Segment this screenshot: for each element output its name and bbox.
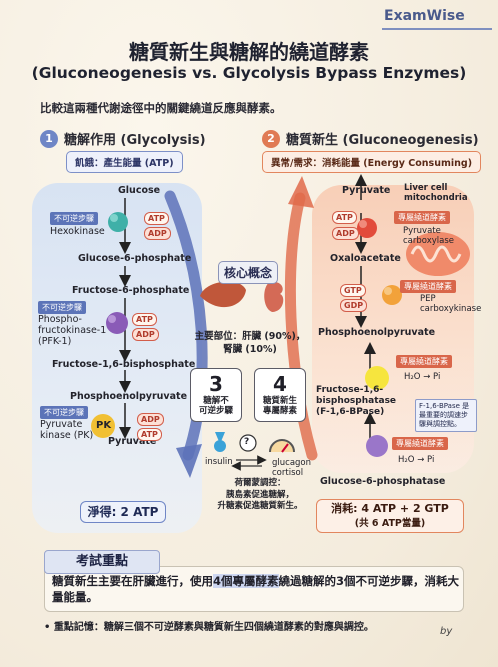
metabolite-g6p: Glucose-6-phosphate <box>78 253 192 264</box>
glycolysis-flow-arrow <box>164 190 208 478</box>
question-icon <box>239 434 257 452</box>
page-title-english: (Gluconeogenesis vs. Glycolysis Bypass E… <box>31 64 467 82</box>
g6pase-icon <box>366 435 388 457</box>
brand-underline <box>382 28 492 30</box>
insulin-icon <box>214 432 226 452</box>
chip-atp-pk: ATP <box>137 428 162 441</box>
pi-label-2: Pi <box>427 455 435 465</box>
irreversible-tag-1: 不可逆步驟 <box>50 212 98 225</box>
signature: by <box>440 626 453 637</box>
section-number-1: 1 <box>40 129 58 148</box>
page-subtitle: 比較這兩種代謝途徑中的關鍵繞道反應與酵素。 <box>40 101 282 115</box>
pyruvate-kinase-icon <box>91 414 115 438</box>
special-tag-3: 專屬繞道酵素 <box>396 355 452 368</box>
chip-adp-pk: ADP <box>137 413 164 426</box>
h2o-label-2: H₂O <box>398 455 415 465</box>
special-tag-2: 專屬繞道酵素 <box>400 280 456 293</box>
h2o-pi-reaction-1: H₂O → Pi <box>404 372 441 382</box>
metabolite-pyruvate: Pyruvate <box>108 436 157 447</box>
liver-icon <box>200 281 246 308</box>
exam-text-a: 糖質新生主要在肝臟進行，使用 <box>52 574 213 588</box>
memory-note-text: 重點記憶：糖解三個不可逆酵素與糖質新生四個繞道酵素的對應與調控。 <box>53 622 374 633</box>
gluconeogenesis-result-line2: (共 6 ATP當量) <box>354 518 426 529</box>
metabolite-glucose: Glucose <box>118 185 161 196</box>
enzyme-pepck: PEP carboxykinase <box>420 294 482 314</box>
exam-text: 糖質新生主要在肝臟進行，使用4個專屬酵素繞過糖解的3個不可逆步驟，消耗大量能量。 <box>52 573 462 605</box>
glycolysis-header: 1 糖解作用 (Glycolysis) <box>40 129 206 148</box>
chip-gtp: GTP <box>340 284 366 297</box>
metabolite-f16bp: Fructose-1,6-bisphosphate <box>52 359 196 370</box>
chip-gdp: GDP <box>340 299 368 312</box>
card-special-enzymes: 4 糖質新生 專屬酵素 <box>254 368 306 422</box>
chip-adp-pc: ADP <box>332 227 359 240</box>
enzyme-pyruvate-kinase: Pyruvate kinase (PK) <box>40 419 94 441</box>
h2o-pi-reaction-2: H₂O → Pi <box>398 455 435 465</box>
card2-number: 4 <box>273 372 287 396</box>
glycolysis-panel <box>32 183 202 533</box>
card2-text: 糖質新生 專屬酵素 <box>262 396 297 416</box>
h2o-label-1: H₂O <box>404 372 421 382</box>
location-mitochondria: Liver cell mitochondria <box>404 183 468 203</box>
card1-number: 3 <box>209 372 223 396</box>
question-mark: ? <box>244 437 250 447</box>
special-tag-1: 專屬繞道酵素 <box>394 211 450 224</box>
pfk1-icon <box>106 312 128 334</box>
equilibrium-arrows <box>231 455 267 471</box>
special-tag-4: 專屬繞道酵素 <box>392 437 448 450</box>
card-irreversible-steps: 3 糖解不 可逆步驟 <box>190 368 242 422</box>
metabolite-f6p: Fructose-6-phosphate <box>72 285 190 296</box>
section-number-2: 2 <box>262 129 280 148</box>
pep-carboxykinase-icon <box>382 285 402 305</box>
f16bpase-note: F-1,6-BPase 是最重要的調速步驟與調控點。 <box>415 399 477 432</box>
hormone-note: 荷爾蒙調控： 胰島素促進糖解， 升糖素促進糖質新生。 <box>217 478 303 511</box>
enzyme-pfk1: Phospho- fructokinase-1 (PFK-1) <box>38 314 107 347</box>
pyruvate-carboxylase-icon <box>357 218 377 238</box>
insulin-label: insulin <box>205 457 233 467</box>
enzyme-hexokinase: Hexokinase <box>50 226 105 237</box>
hexokinase-icon <box>108 212 128 232</box>
glycolysis-result: 淨得: 2 ATP <box>80 501 166 523</box>
glucagon-icon <box>269 439 295 453</box>
chip-atp-pfk1: ATP <box>132 313 157 326</box>
chip-adp-pfk1: ADP <box>132 328 159 341</box>
glycolysis-title: 糖解作用 (Glycolysis) <box>64 133 206 148</box>
gluconeogenesis-flow-arrow <box>284 176 318 461</box>
irreversible-tag-3: 不可逆步驟 <box>40 406 88 419</box>
chip-atp-pc: ATP <box>332 211 357 224</box>
gluconeogenesis-result-line1: 消耗: 4 ATP + 2 GTP <box>331 502 449 515</box>
page-title: 糖質新生與糖解的繞道酵素 <box>129 40 369 64</box>
enzyme-g6pase: Glucose-6-phosphatase <box>320 476 446 487</box>
brand-logo: ExamWise <box>384 8 465 24</box>
metabolite-pep: Phosphoenolpyruvate <box>70 391 188 402</box>
card1-text: 糖解不 可逆步驟 <box>198 396 233 416</box>
glycolysis-condition: 飢餓：產生能量 (ATP) <box>66 151 183 173</box>
core-concept-title: 核心概念 <box>218 261 278 284</box>
kidney-icon <box>264 281 284 312</box>
gluconeogenesis-condition: 異常/需求：消耗能量 (Energy Consuming) <box>262 151 482 173</box>
gluconeogenesis-header: 2 糖質新生 (Gluconeogenesis) <box>262 129 479 148</box>
metabolite-oaa: Oxaloacetate <box>330 253 401 264</box>
glucagon-label: glucagon cortisol <box>272 458 312 478</box>
memory-note: • 重點記憶：糖解三個不可逆酵素與糖質新生四個繞道酵素的對應與調控。 <box>44 622 374 633</box>
core-sites: 主要部位：肝臟 (90%)， 腎臟 (10%) <box>194 331 306 355</box>
pi-label-1: Pi <box>433 372 441 382</box>
metabolite-pep-gng: Phosphoenolpyruvate <box>318 327 436 338</box>
metabolite-pyruvate-gng: Pyruvate <box>342 185 391 196</box>
irreversible-tag-2: 不可逆步驟 <box>38 301 86 314</box>
pk-label: PK <box>96 420 112 431</box>
exam-text-b: 繞過糖解的3個不可逆步驟，消耗大量能量。 <box>52 574 460 604</box>
gluconeogenesis-result: 消耗: 4 ATP + 2 GTP (共 6 ATP當量) <box>316 499 464 533</box>
f16bpase-icon <box>365 366 389 390</box>
gluconeogenesis-title: 糖質新生 (Gluconeogenesis) <box>286 133 479 148</box>
enzyme-pyruvate-carboxylase: Pyruvate carboxylase <box>403 226 454 246</box>
exam-heading: 考試重點 <box>44 550 160 574</box>
chip-adp-hexokinase: ADP <box>144 227 171 240</box>
enzyme-f16bpase: Fructose-1,6- bisphosphatase (F-1,6-BPas… <box>316 385 397 417</box>
exam-text-highlight: 4個專屬酵素 <box>213 574 279 588</box>
mitochondria-icon <box>406 232 470 276</box>
chip-atp-hexokinase: ATP <box>144 212 169 225</box>
